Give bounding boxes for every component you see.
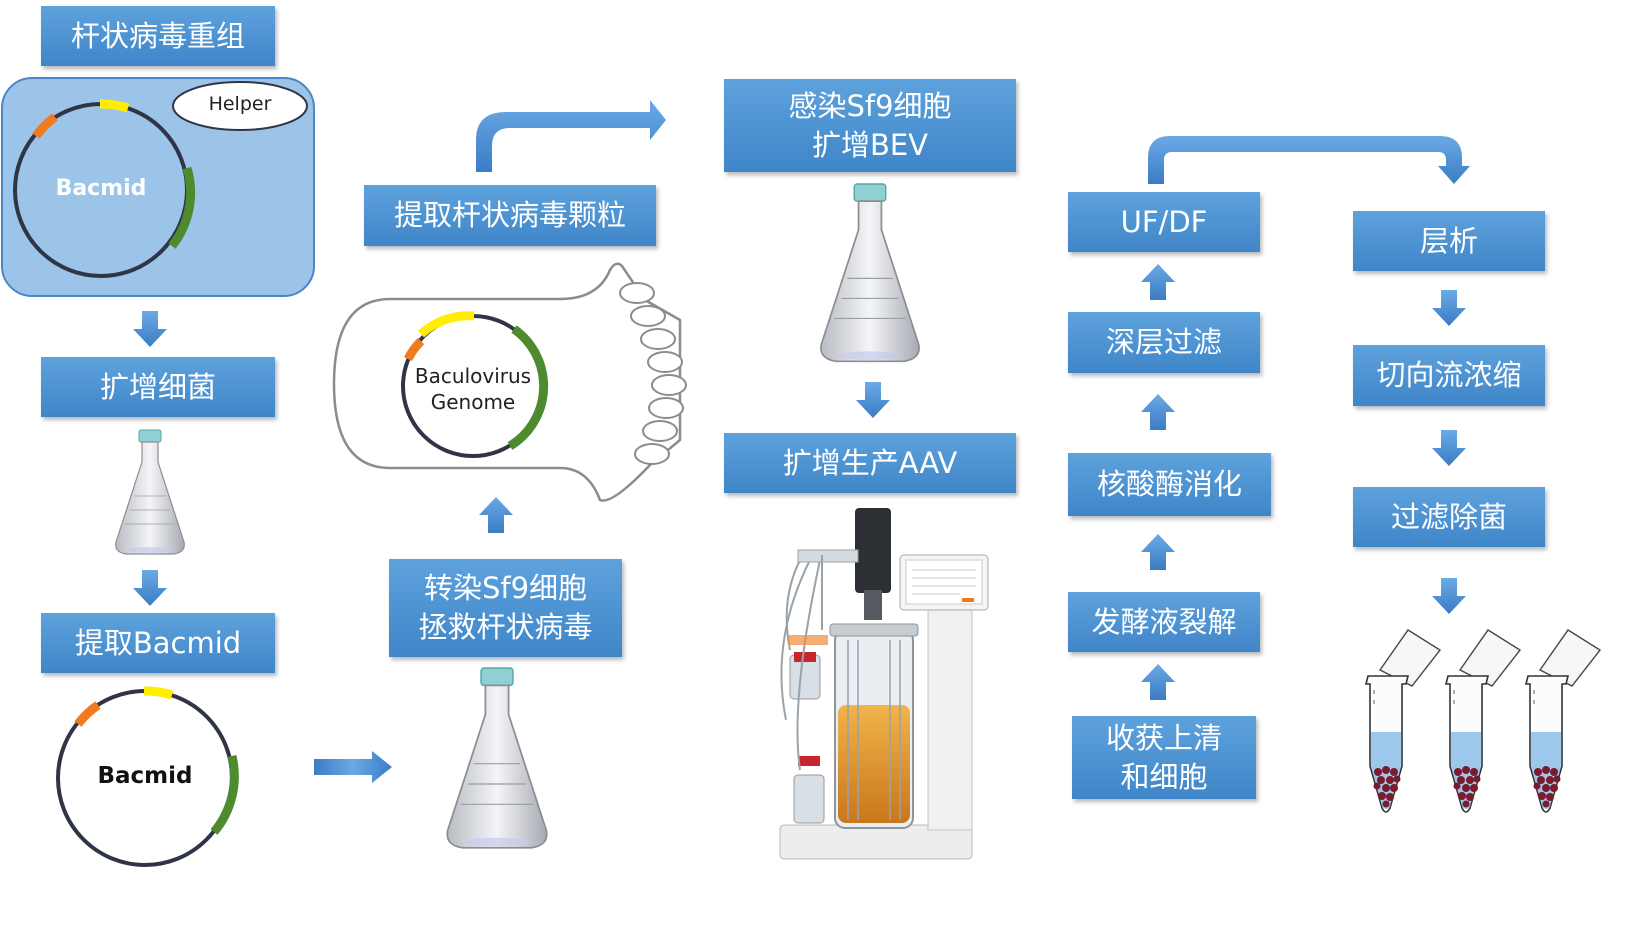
baculovirus-genome-label: Baculovirus Genome [414, 364, 532, 414]
up-arrow [1141, 664, 1175, 700]
centrifuge-tube-icon [1525, 629, 1601, 813]
host-cell [1, 77, 315, 297]
baculovirus-particle [332, 262, 687, 502]
step-depth-filter: 深层过滤 [1068, 312, 1260, 373]
step-recombination: 杆状病毒重组 [41, 6, 275, 66]
down-arrow [133, 570, 167, 606]
step-produce-aav: 扩增生产AAV [724, 433, 1016, 493]
up-arrow [479, 497, 513, 533]
up-arrow [1141, 534, 1175, 570]
bacmid-plasmid-top [13, 99, 196, 278]
up-arrow [1141, 264, 1175, 300]
bacmid-plasmid-bottom [56, 686, 239, 867]
step-tff: 切向流浓缩 [1353, 345, 1545, 406]
centrifuge-tube-icon [1445, 629, 1521, 813]
down-arrow [133, 311, 167, 347]
helper-label: Helper [208, 93, 272, 115]
right-arrow [314, 751, 392, 783]
step-transfect: 转染Sf9细胞 拯救杆状病毒 [389, 559, 622, 657]
down-arrow [1432, 578, 1466, 614]
flask-icon [115, 429, 185, 555]
flask-icon [820, 183, 920, 363]
centrifuge-tube-icon [1365, 629, 1441, 813]
down-arrow [1432, 430, 1466, 466]
bioreactor-icon [779, 508, 989, 860]
helper-plasmid [172, 81, 308, 131]
step-lysis: 发酵液裂解 [1068, 592, 1260, 652]
bacmid-label-bottom: Bacmid [97, 763, 193, 789]
bent-arrow [1148, 136, 1470, 184]
down-arrow [856, 382, 890, 418]
bacmid-label-top: Bacmid [55, 176, 147, 201]
step-extract-bacmid: 提取Bacmid [41, 613, 275, 673]
down-arrow [1432, 290, 1466, 326]
flask-icon [446, 667, 548, 849]
step-infect: 感染Sf9细胞 扩增BEV [724, 79, 1016, 172]
step-ufdf: UF/DF [1068, 192, 1260, 252]
step-sterile-filter: 过滤除菌 [1353, 487, 1545, 547]
step-chromatography: 层析 [1353, 211, 1545, 271]
step-harvest: 收获上清 和细胞 [1072, 716, 1256, 799]
step-amplify-bacteria: 扩增细菌 [41, 357, 275, 417]
step-nuclease: 核酸酶消化 [1068, 453, 1271, 516]
up-arrow [1141, 394, 1175, 430]
bent-arrow [476, 100, 666, 172]
step-extract-particles: 提取杆状病毒颗粒 [364, 185, 656, 246]
